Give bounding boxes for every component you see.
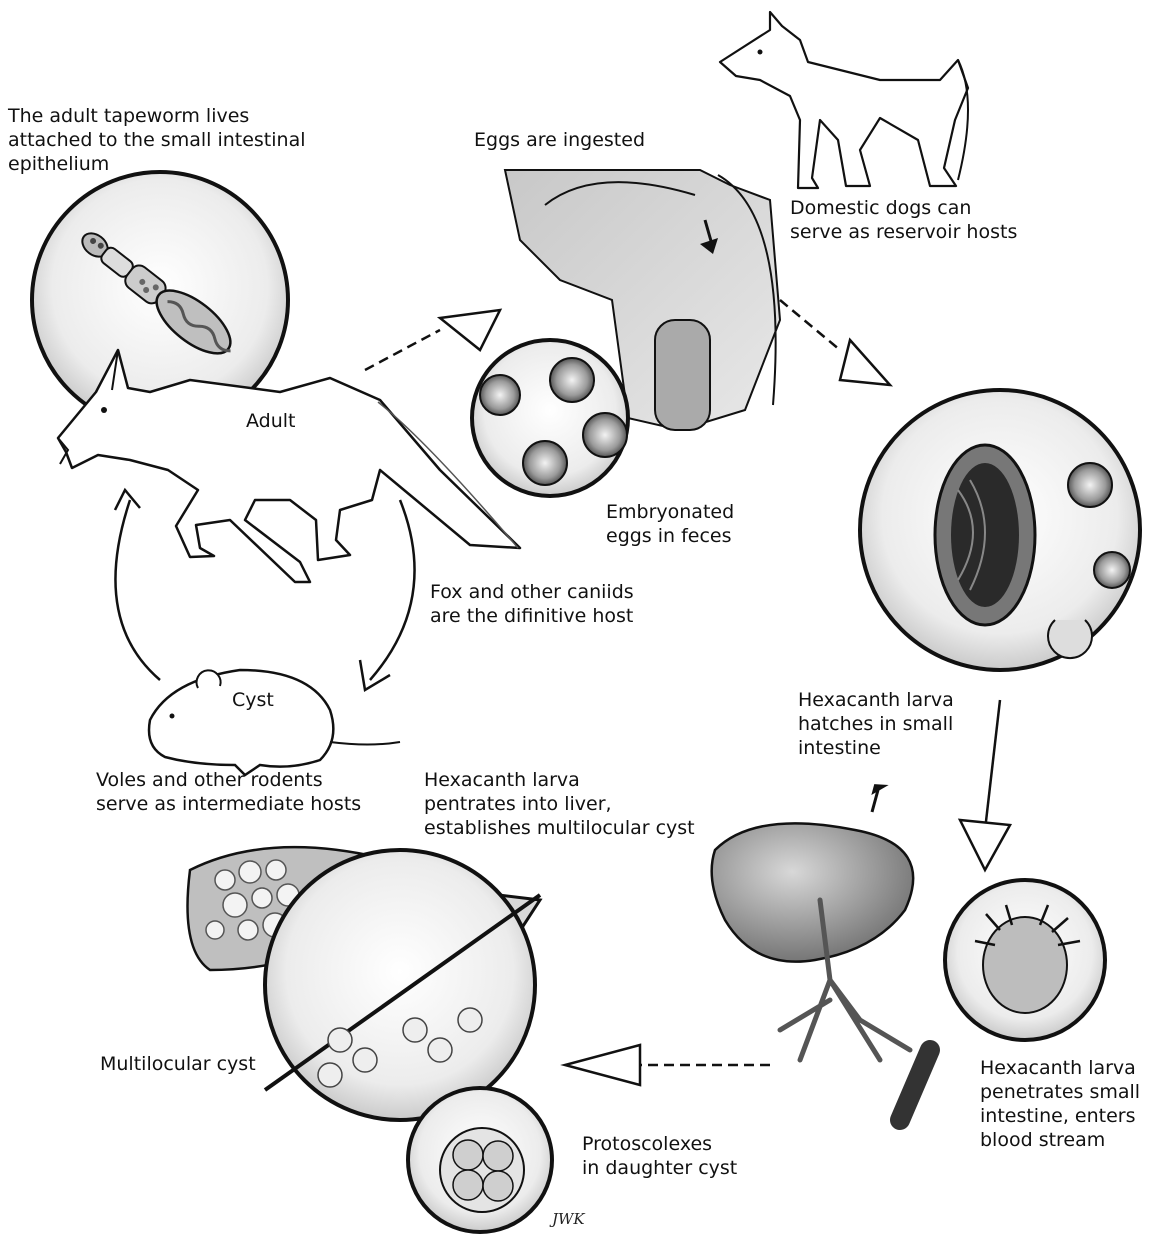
- protoscolexes-label: Protoscolexes in daughter cyst: [582, 1132, 737, 1180]
- egg-illustration: [472, 340, 628, 496]
- hexacanth-hatches-label-line: hatches in small: [798, 712, 954, 736]
- protoscolexes-label-line: in daughter cyst: [582, 1156, 737, 1180]
- cyst-liver-illustration: [188, 847, 553, 1232]
- intestine-illustration: [860, 390, 1140, 670]
- dog-illustration: [720, 12, 968, 188]
- voles-label-line: Voles and other rodents: [96, 768, 361, 792]
- hexacanth-penetrates-label-line: Hexacanth larva: [980, 1056, 1140, 1080]
- hexacanth-penetrates-label-line: intestine, enters: [980, 1104, 1140, 1128]
- domestic-dogs-label-line: Domestic dogs can: [790, 196, 1017, 220]
- embryonated-eggs-label: Embryonated eggs in feces: [606, 500, 734, 548]
- cyst-label: Cyst: [232, 688, 274, 712]
- adult-tapeworm-label-line: epithelium: [8, 152, 306, 176]
- adult-tapeworm-label: The adult tapeworm lives attached to the…: [8, 104, 306, 176]
- hexacanth-penetrates-label-line: blood stream: [980, 1128, 1140, 1152]
- artist-signature: JWK: [552, 1210, 585, 1228]
- hexacanth-liver-label-line: pentrates into liver,: [424, 792, 695, 816]
- fox-host-label-line: Fox and other caniids: [430, 580, 634, 604]
- hexacanth-hatches-label-line: intestine: [798, 736, 954, 760]
- hexacanth-larva-illustration: [945, 880, 1105, 1040]
- hexacanth-penetrates-label-line: penetrates small: [980, 1080, 1140, 1104]
- hexacanth-liver-label-line: establishes multilocular cyst: [424, 816, 695, 840]
- fox-host-label: Fox and other caniids are the difinitive…: [430, 580, 634, 628]
- adult-tapeworm-label-line: The adult tapeworm lives: [8, 104, 306, 128]
- embryonated-eggs-label-line: eggs in feces: [606, 524, 734, 548]
- hexacanth-hatches-label-line: Hexacanth larva: [798, 688, 954, 712]
- hexacanth-hatches-label: Hexacanth larva hatches in small intesti…: [798, 688, 954, 760]
- fox-host-label-line: are the difinitive host: [430, 604, 634, 628]
- protoscolexes-label-line: Protoscolexes: [582, 1132, 737, 1156]
- embryonated-eggs-label-line: Embryonated: [606, 500, 734, 524]
- domestic-dogs-label: Domestic dogs can serve as reservoir hos…: [790, 196, 1017, 244]
- multilocular-cyst-label: Multilocular cyst: [100, 1052, 256, 1076]
- hexacanth-penetrates-label: Hexacanth larva penetrates small intesti…: [980, 1056, 1140, 1152]
- adult-tapeworm-label-line: attached to the small intestinal: [8, 128, 306, 152]
- liver-illustration: [712, 778, 930, 1120]
- voles-label-line: serve as intermediate hosts: [96, 792, 361, 816]
- voles-label: Voles and other rodents serve as interme…: [96, 768, 361, 816]
- fox-illustration: [58, 350, 520, 582]
- hexacanth-liver-label: Hexacanth larva pentrates into liver, es…: [424, 768, 695, 840]
- eggs-ingested-label: Eggs are ingested: [474, 128, 645, 152]
- hexacanth-liver-label-line: Hexacanth larva: [424, 768, 695, 792]
- domestic-dogs-label-line: serve as reservoir hosts: [790, 220, 1017, 244]
- adult-label: Adult: [246, 409, 296, 433]
- vole-illustration: [149, 670, 400, 775]
